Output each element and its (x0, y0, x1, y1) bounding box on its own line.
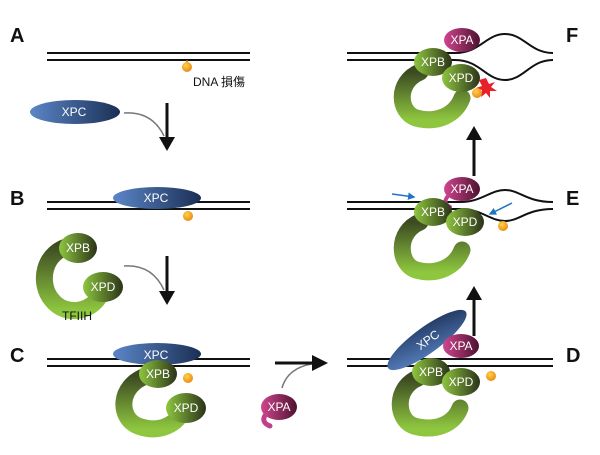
panel-letter-e: E (566, 188, 579, 210)
xpb-subunit (414, 48, 452, 76)
xpd-label: XPD (449, 375, 474, 389)
xpa-label: XPA (267, 400, 290, 414)
dna-damage-label: DNA 損傷 (193, 74, 245, 89)
xpd-subunit (446, 208, 484, 236)
xpc-protein (387, 309, 467, 371)
tfiih-arm (115, 367, 193, 438)
xpd-subunit (83, 272, 123, 302)
dna-damage-lesion (472, 88, 482, 98)
xpb-label: XPB (146, 367, 170, 381)
xpa-label: XPA (449, 339, 472, 353)
panel-f: XPA XPB XPD (347, 28, 554, 129)
panel-d: XPC XPA XPB XPD (347, 286, 553, 437)
xpc-protein (113, 343, 201, 365)
xpc-protein (113, 187, 201, 209)
xpd-subunit (442, 368, 480, 396)
step-arrow-e-f-head (466, 126, 482, 140)
binding-curve-arrow (123, 265, 165, 291)
xpb-label: XPB (419, 365, 443, 379)
xpa-label: XPA (450, 182, 473, 196)
panel-letter-d: D (566, 345, 580, 367)
xpb-direction-arrow (391, 192, 416, 200)
xpc-label: XPC (144, 191, 169, 205)
dna-strand-top (347, 188, 554, 203)
xpb-label: XPB (421, 55, 445, 69)
xpb-label: XPB (421, 205, 445, 219)
xpa-protein (444, 28, 480, 52)
xpd-label: XPD (174, 401, 199, 415)
xpa-protein (443, 334, 479, 358)
xpd-label: XPD (91, 280, 116, 294)
step-arrow-d-e-head (466, 286, 482, 300)
tfiih-label: TFIIH (62, 309, 92, 323)
dna-damage-lesion (182, 62, 192, 72)
xpb-label: XPB (66, 241, 90, 255)
xpb-subunit (59, 233, 97, 263)
panel-letter-f: F (566, 25, 578, 47)
panel-letter-c: C (10, 345, 24, 367)
xpc-protein (30, 100, 120, 124)
xpd-direction-arrow (488, 202, 513, 215)
binding-curve-arrow (123, 112, 165, 137)
xpa-protein (261, 394, 297, 420)
dna-damage-lesion (183, 373, 193, 383)
panel-e: XPA XPB XPD (347, 126, 554, 281)
step-arrow-b-c-head (159, 291, 175, 305)
dna-damage-lesion (183, 211, 193, 221)
dna-damage-lesion (486, 371, 496, 381)
xpd-label: XPD (449, 71, 474, 85)
xpa-label: XPA (450, 33, 473, 47)
dna-strand-bottom (347, 59, 554, 82)
xpc-label: XPC (144, 348, 169, 362)
xpc-label: XPC (62, 105, 87, 119)
tfiih-arm (393, 63, 471, 129)
dna-damage-lesion (498, 221, 508, 231)
panel-b: XPC XPB XPD TFIIH (35, 187, 250, 323)
tfiih-arm (393, 213, 471, 281)
xpb-subunit (414, 198, 452, 226)
panel-letter-b: B (10, 188, 24, 210)
panel-c: XPC XPB XPD XPA (47, 343, 328, 438)
panel-letter-a: A (10, 25, 24, 47)
xpa-tail (261, 411, 273, 429)
panel-a: DNA 損傷 XPC (30, 52, 250, 151)
xpd-label: XPD (453, 215, 478, 229)
step-arrow-a-b-head (159, 137, 175, 151)
incision-star-icon (476, 78, 497, 98)
xpa-protein (444, 177, 480, 201)
xpb-subunit (139, 360, 177, 388)
tfiih-arm (391, 369, 469, 437)
xpb-subunit (412, 358, 450, 386)
xpd-subunit (442, 64, 480, 92)
step-arrow-c-d-head (312, 355, 328, 371)
xpd-subunit (166, 393, 206, 423)
tfiih-arm (35, 236, 111, 319)
